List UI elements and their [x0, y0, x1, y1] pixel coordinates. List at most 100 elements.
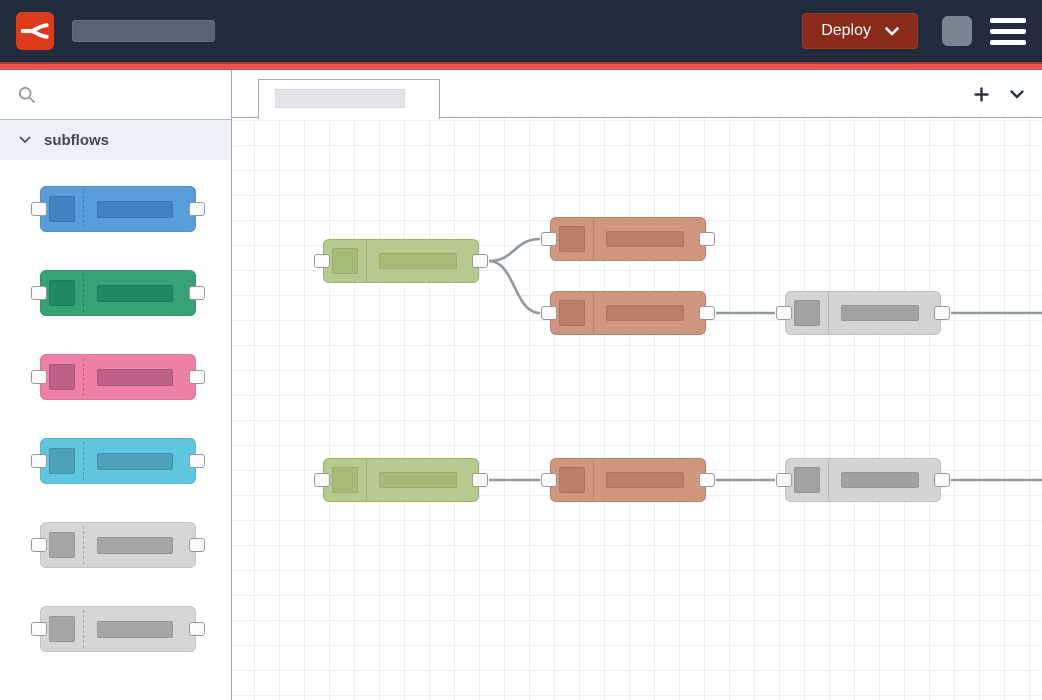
input-port[interactable] — [314, 473, 330, 487]
input-port[interactable] — [31, 622, 47, 636]
output-port[interactable] — [934, 473, 950, 487]
input-port[interactable] — [541, 232, 557, 246]
palette-node-subflow-gray-2[interactable] — [31, 606, 205, 652]
workspace-tab[interactable] — [258, 79, 440, 119]
header-title-placeholder — [72, 20, 215, 42]
palette-section-label: subflows — [44, 131, 110, 149]
node-icon — [49, 364, 75, 390]
chevron-down-icon — [1010, 89, 1024, 98]
output-port[interactable] — [699, 232, 715, 246]
nodes-layer — [232, 70, 1042, 700]
output-port[interactable] — [189, 454, 205, 468]
wires-layer — [488, 237, 1042, 482]
header-accent-stripe — [0, 62, 1042, 70]
node-separator — [828, 459, 829, 501]
search-icon — [18, 86, 35, 103]
output-port[interactable] — [189, 538, 205, 552]
input-port[interactable] — [31, 202, 47, 216]
output-port[interactable] — [699, 306, 715, 320]
node-icon — [49, 280, 75, 306]
flow-node-green-node-2[interactable] — [314, 458, 488, 502]
node-separator — [593, 459, 594, 501]
input-port[interactable] — [31, 454, 47, 468]
tabbar-actions — [970, 70, 1028, 118]
input-port[interactable] — [776, 473, 792, 487]
node-label-placeholder — [97, 285, 173, 302]
chevron-down-icon — [885, 26, 899, 35]
output-port[interactable] — [189, 622, 205, 636]
flow-node-green-node-1[interactable] — [314, 239, 488, 283]
flow-node-orange-node-3[interactable] — [541, 458, 715, 502]
output-port[interactable] — [472, 473, 488, 487]
node-label-placeholder — [379, 472, 457, 488]
output-port[interactable] — [189, 370, 205, 384]
palette-node-subflow-gray-1[interactable] — [31, 522, 205, 568]
hamburger-bar — [990, 28, 1026, 34]
node-label-placeholder — [841, 305, 919, 321]
palette-node-subflow-green[interactable] — [31, 270, 205, 316]
node-separator — [593, 218, 594, 260]
palette-section-subflows[interactable]: subflows — [0, 120, 231, 160]
node-icon — [49, 616, 75, 642]
output-port[interactable] — [189, 202, 205, 216]
user-avatar[interactable] — [942, 16, 972, 46]
node-red-logo-icon — [21, 23, 49, 39]
node-label-placeholder — [379, 253, 457, 269]
flow-list-button[interactable] — [1006, 83, 1028, 105]
palette-search-input[interactable] — [0, 70, 231, 120]
output-port[interactable] — [934, 306, 950, 320]
node-icon — [49, 532, 75, 558]
flow-node-gray-node-1[interactable] — [776, 291, 950, 335]
node-label-placeholder — [97, 453, 173, 470]
palette-list — [0, 160, 231, 652]
plus-icon — [973, 86, 989, 102]
hamburger-bar — [990, 39, 1026, 45]
output-port[interactable] — [699, 473, 715, 487]
palette-node-subflow-pink[interactable] — [31, 354, 205, 400]
flow-canvas[interactable] — [232, 70, 1042, 700]
flow-node-gray-node-2[interactable] — [776, 458, 950, 502]
wire[interactable] — [488, 237, 541, 263]
node-icon — [49, 448, 75, 474]
node-icon — [794, 300, 820, 326]
node-separator — [83, 610, 84, 648]
node-icon — [794, 467, 820, 493]
add-flow-button[interactable] — [970, 83, 992, 105]
node-label-placeholder — [606, 231, 684, 247]
output-port[interactable] — [189, 286, 205, 300]
hamburger-menu-icon[interactable] — [990, 17, 1026, 45]
input-port[interactable] — [31, 286, 47, 300]
input-port[interactable] — [541, 306, 557, 320]
wire[interactable] — [488, 259, 541, 315]
node-separator — [828, 292, 829, 334]
node-label-placeholder — [97, 201, 173, 218]
hamburger-bar — [990, 17, 1026, 23]
input-port[interactable] — [314, 254, 330, 268]
node-separator — [83, 358, 84, 396]
output-port[interactable] — [472, 254, 488, 268]
input-port[interactable] — [31, 538, 47, 552]
node-separator — [83, 190, 84, 228]
flow-node-orange-node-2[interactable] — [541, 291, 715, 335]
node-icon — [559, 467, 585, 493]
workspace-tabbar — [232, 70, 1042, 119]
node-icon — [559, 300, 585, 326]
node-icon — [332, 467, 358, 493]
node-label-placeholder — [97, 369, 173, 386]
input-port[interactable] — [31, 370, 47, 384]
palette-node-subflow-cyan[interactable] — [31, 438, 205, 484]
node-icon — [49, 196, 75, 222]
node-separator — [83, 442, 84, 480]
palette-node-subflow-blue[interactable] — [31, 186, 205, 232]
node-icon — [559, 226, 585, 252]
node-separator — [83, 274, 84, 312]
input-port[interactable] — [541, 473, 557, 487]
node-label-placeholder — [97, 537, 173, 554]
node-icon — [332, 248, 358, 274]
input-port[interactable] — [776, 306, 792, 320]
palette-sidebar: subflows — [0, 70, 232, 700]
canvas-grid[interactable] — [232, 118, 1042, 700]
deploy-button[interactable]: Deploy — [802, 13, 918, 49]
node-label-placeholder — [606, 305, 684, 321]
flow-node-orange-node-1[interactable] — [541, 217, 715, 261]
